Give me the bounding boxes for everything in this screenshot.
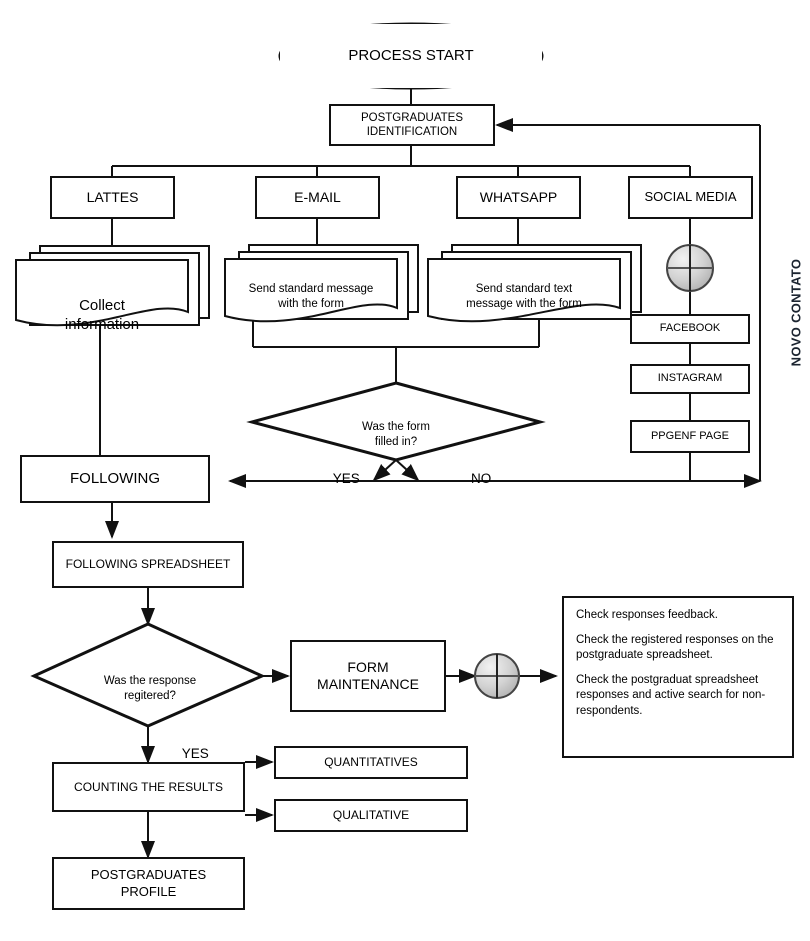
edge-label-yes-response: YES	[181, 746, 209, 761]
node-quantitatives[interactable]: QUANTITATIVES	[274, 746, 468, 779]
social-media-label: SOCIAL MEDIA	[644, 189, 737, 205]
form-maintenance-label: FORM MAINTENANCE	[317, 658, 419, 693]
decision-diamond-form-filled	[246, 381, 546, 462]
node-postgraduates-profile[interactable]: POSTGRADUATES PROFILE	[52, 857, 245, 910]
lattes-label: LATTES	[86, 188, 139, 205]
document-shape-send-standard-message	[224, 258, 398, 323]
node-qualitative[interactable]: QUALITATIVE	[274, 799, 468, 832]
notes-line-2: Check the registered responses on the po…	[576, 633, 774, 662]
decision-diamond-response-registered	[30, 622, 266, 728]
instagram-label: INSTAGRAM	[657, 372, 723, 385]
process-start-label: PROCESS START	[348, 46, 474, 64]
counting-results-label: COUNTING THE RESULTS	[74, 779, 223, 794]
label-collect-information: Collect information	[64, 296, 140, 334]
postgraduates-identification-label: POSTGRADUATES IDENTIFICATION	[360, 111, 464, 138]
label-decision-response-registered: Was the response regitered?	[103, 674, 197, 703]
quantitatives-label: QUANTITATIVES	[324, 755, 418, 769]
node-lattes[interactable]: LATTES	[50, 176, 175, 219]
label-send-standard-message: Send standard message with the form	[248, 282, 374, 311]
node-facebook[interactable]: FACEBOOK	[630, 314, 750, 344]
node-social-media[interactable]: SOCIAL MEDIA	[628, 176, 753, 219]
junction-form-maintenance	[474, 653, 520, 699]
notes-line-1: Check responses feedback.	[576, 609, 718, 621]
facebook-label: FACEBOOK	[659, 322, 721, 335]
node-following[interactable]: FOLLOWING	[20, 455, 210, 503]
document-shape-send-standard-text	[427, 258, 621, 323]
node-whatsapp[interactable]: WHATSAPP	[456, 176, 581, 219]
postgraduates-profile-label: POSTGRADUATES PROFILE	[90, 867, 207, 899]
node-process-start[interactable]: PROCESS START	[280, 24, 542, 88]
document-shape-collect-information	[15, 259, 189, 327]
ppgenf-page-label: PPGENF PAGE	[650, 429, 730, 442]
notes-box[interactable]: Check responses feedback. Check the regi…	[562, 596, 794, 758]
notes-line-3: Check the postgraduat spreadsheet respon…	[576, 673, 766, 717]
junction-social-media	[666, 244, 714, 292]
node-instagram[interactable]: INSTAGRAM	[630, 364, 750, 394]
node-email[interactable]: E-MAIL	[255, 176, 380, 219]
following-spreadsheet-label: FOLLOWING SPREADSHEET	[65, 557, 231, 571]
node-ppgenf-page[interactable]: PPGENF PAGE	[630, 420, 750, 453]
edge-label-novo-contato: NOVO CONTATO	[788, 258, 804, 367]
label-send-standard-text: Send standard text message with the form	[466, 282, 582, 311]
edge-label-no-form: NO	[471, 471, 492, 486]
whatsapp-label: WHATSAPP	[479, 188, 558, 205]
node-postgraduates-identification[interactable]: POSTGRADUATES IDENTIFICATION	[329, 104, 495, 146]
node-following-spreadsheet[interactable]: FOLLOWING SPREADSHEET	[52, 541, 244, 588]
qualitative-label: QUALITATIVE	[332, 808, 410, 822]
node-counting-the-results[interactable]: COUNTING THE RESULTS	[52, 762, 245, 812]
edge-label-yes-form: YES	[332, 471, 360, 486]
following-label: FOLLOWING	[69, 469, 160, 487]
label-decision-form-filled: Was the form filled in?	[362, 420, 430, 449]
email-label: E-MAIL	[294, 188, 341, 205]
node-form-maintenance[interactable]: FORM MAINTENANCE	[290, 640, 446, 712]
